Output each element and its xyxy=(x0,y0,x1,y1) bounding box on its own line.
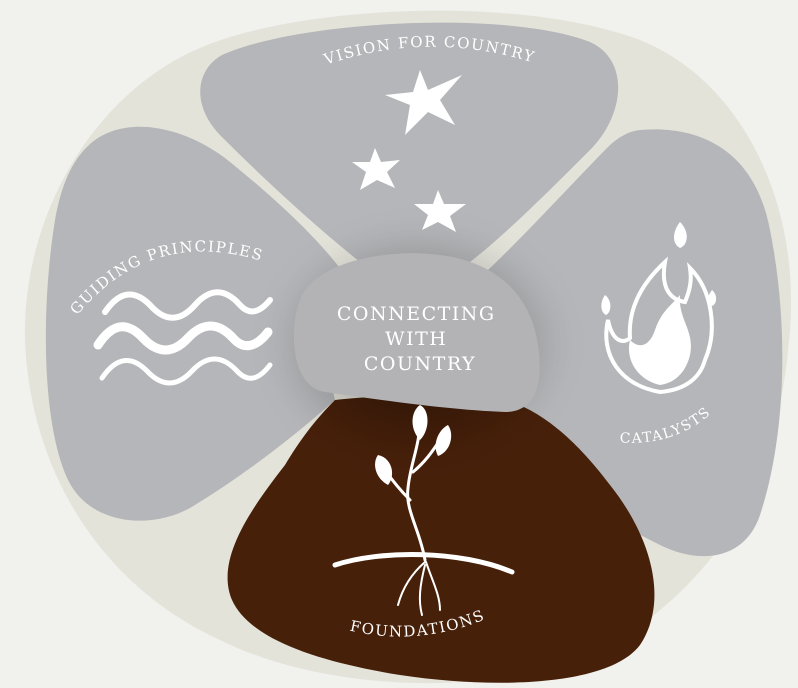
seedling-roots-icon xyxy=(332,405,515,616)
large-star xyxy=(385,70,462,135)
flame-inner xyxy=(628,295,691,385)
spark-3 xyxy=(708,290,717,306)
stars-icon xyxy=(352,70,466,232)
center-line-2: WITH xyxy=(385,328,447,350)
leaf-right xyxy=(435,425,452,456)
root-3 xyxy=(418,564,426,616)
medium-star xyxy=(352,148,400,190)
foundations-segment xyxy=(227,395,655,683)
center-line-1: CONNECTING xyxy=(337,303,496,325)
fire-icon xyxy=(601,222,717,395)
small-star xyxy=(414,190,466,232)
leaf-top xyxy=(412,405,428,440)
soil-line xyxy=(332,552,515,575)
vision-petal xyxy=(200,22,619,276)
wave-2 xyxy=(93,321,273,355)
water-waves-icon xyxy=(93,289,273,386)
center-disc xyxy=(293,253,540,412)
center-title: CONNECTING WITH COUNTRY xyxy=(337,303,503,375)
root-2 xyxy=(425,561,441,611)
leaf-left xyxy=(375,455,393,485)
wave-3 xyxy=(99,356,273,386)
center-line-3: COUNTRY xyxy=(364,353,476,375)
guiding-petal xyxy=(45,126,345,521)
wave-1 xyxy=(102,289,273,321)
spark-1 xyxy=(674,222,687,248)
flame-outer xyxy=(604,256,714,395)
stem xyxy=(406,418,427,562)
spark-2 xyxy=(601,295,611,315)
root-1 xyxy=(397,561,426,606)
